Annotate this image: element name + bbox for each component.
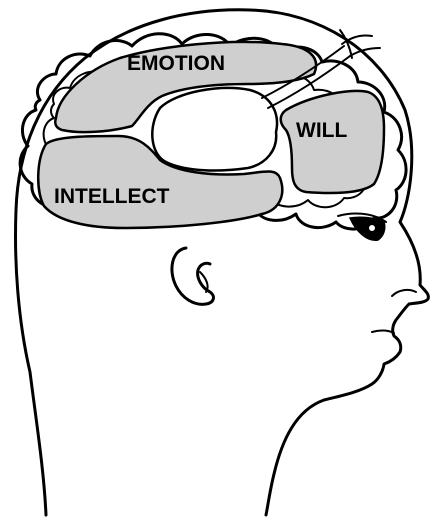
intellect-label: INTELLECT xyxy=(54,185,170,208)
ear xyxy=(172,248,214,304)
emotion-label: EMOTION xyxy=(127,52,225,75)
will-label: WILL xyxy=(296,119,347,142)
nose-line xyxy=(392,290,416,296)
central-core xyxy=(152,88,277,170)
mouth-line xyxy=(372,331,394,333)
will-region xyxy=(281,91,384,193)
